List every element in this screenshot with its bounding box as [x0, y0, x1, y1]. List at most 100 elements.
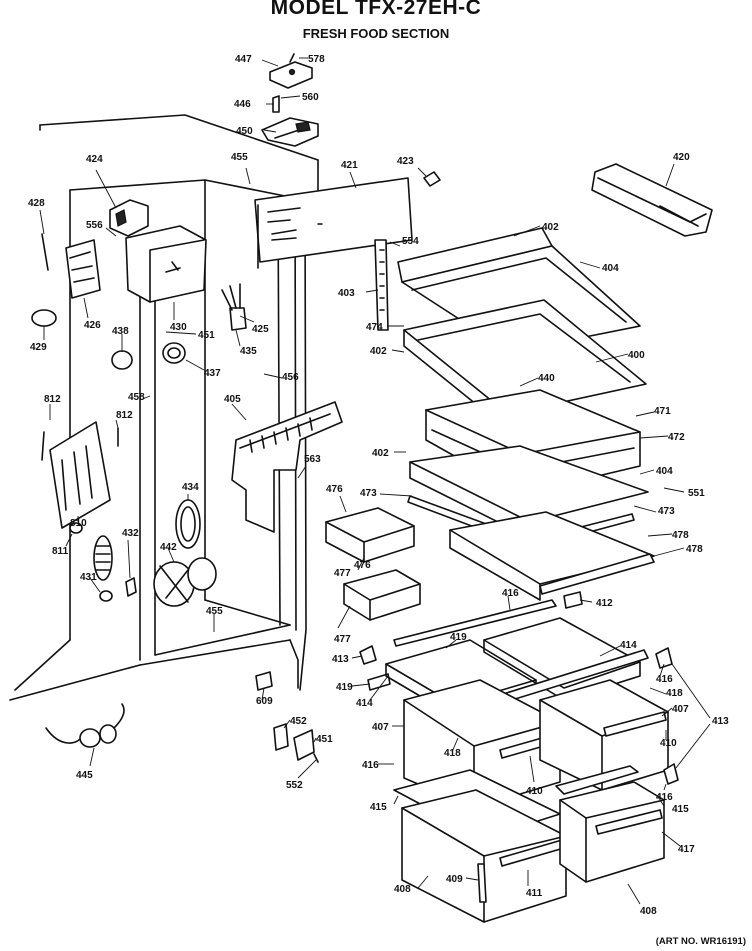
callout-418-right: 418 [666, 688, 683, 699]
callout-473-right: 473 [658, 506, 675, 517]
snack-pans-476-477 [325, 507, 421, 621]
callout-609: 609 [256, 696, 273, 707]
callout-423: 423 [397, 156, 414, 167]
small-hardware [45, 671, 319, 763]
callout-415-right: 415 [672, 804, 689, 815]
callout-563: 563 [304, 454, 321, 465]
callout-477-low: 477 [334, 634, 351, 645]
callout-474: 474 [366, 322, 383, 333]
callout-446: 446 [234, 99, 251, 110]
callout-560: 560 [302, 92, 319, 103]
callout-425: 425 [252, 324, 269, 335]
callout-410-left: 410 [526, 786, 543, 797]
callout-447: 447 [235, 54, 252, 65]
callout-551: 551 [688, 488, 705, 499]
crisper-frame-bars [359, 591, 583, 691]
callout-812-right: 812 [116, 410, 133, 421]
callout-472: 472 [668, 432, 685, 443]
callout-552: 552 [286, 780, 303, 791]
callout-419-left: 419 [336, 682, 353, 693]
callout-810: 810 [70, 518, 87, 529]
callout-405: 405 [224, 394, 241, 405]
crisper-covers-414 [385, 617, 673, 717]
callout-413-right: 413 [712, 716, 729, 727]
callout-409: 409 [446, 874, 463, 885]
callout-416-low: 416 [656, 792, 673, 803]
callout-402-low: 402 [372, 448, 389, 459]
callout-445: 445 [76, 770, 93, 781]
callout-413-left: 413 [332, 654, 349, 665]
model-title: MODEL TFX-27EH-C [270, 0, 482, 19]
leader-lines [39, 57, 711, 905]
callout-labels: 447 578 446 560 450 455 421 423 420 424 … [28, 54, 729, 917]
shelf-404-top [397, 227, 641, 353]
cabinet-liner [9, 114, 319, 701]
callout-431: 431 [80, 572, 97, 583]
callout-419-top: 419 [450, 632, 467, 643]
callout-416-right: 416 [656, 674, 673, 685]
callout-411: 411 [526, 888, 543, 899]
callout-407-right: 407 [672, 704, 689, 715]
callout-438: 438 [112, 326, 129, 337]
shelf-400 [403, 299, 647, 431]
callout-450: 450 [236, 126, 253, 137]
callout-455-low: 455 [206, 606, 223, 617]
callout-415-left: 415 [370, 802, 387, 813]
callout-414-right: 414 [620, 640, 637, 651]
callout-404-low: 404 [656, 466, 673, 477]
callout-400: 400 [628, 350, 645, 361]
callout-478-lower: 478 [686, 544, 703, 555]
air-duct-405 [231, 401, 343, 533]
callout-412: 412 [596, 598, 613, 609]
fan-motor-442 [153, 557, 217, 607]
callout-432: 432 [122, 528, 139, 539]
callout-416-left: 416 [362, 760, 379, 771]
callout-578: 578 [308, 54, 325, 65]
callout-434: 434 [182, 482, 199, 493]
callout-471: 471 [654, 406, 671, 417]
callout-442: 442 [160, 542, 177, 553]
callout-812-left: 812 [44, 394, 61, 405]
callout-418-left: 418 [444, 748, 461, 759]
light-bulb-423 [423, 171, 441, 187]
callout-477-top: 477 [334, 568, 351, 579]
callout-414-left: 414 [356, 698, 373, 709]
callout-428: 428 [28, 198, 45, 209]
section-subtitle: FRESH FOOD SECTION [302, 26, 450, 41]
callout-430: 430 [170, 322, 187, 333]
grille-434 [93, 499, 201, 602]
callout-440: 440 [538, 373, 555, 384]
callout-476-top: 476 [326, 484, 343, 495]
shelf-ladder-403 [374, 239, 389, 331]
callout-429: 429 [30, 342, 47, 353]
callout-456: 456 [282, 372, 299, 383]
callout-424: 424 [86, 154, 103, 165]
control-panel-421 [254, 177, 413, 269]
callout-426: 426 [84, 320, 101, 331]
callout-416-top: 416 [502, 588, 519, 599]
callout-408-right: 408 [640, 906, 657, 917]
callout-403: 403 [338, 288, 355, 299]
callout-421: 421 [341, 160, 358, 171]
art-number: (ART NO. WR16191) [655, 936, 746, 947]
callout-478-upper: 478 [672, 530, 689, 541]
shelf-478 [449, 511, 655, 601]
callout-402-mid: 402 [370, 346, 387, 357]
callout-420: 420 [673, 152, 690, 163]
callout-556: 556 [86, 220, 103, 231]
evaporator-cover-810 [41, 421, 119, 534]
callout-476-mid: 476 [354, 560, 371, 571]
callout-473-left: 473 [360, 488, 377, 499]
callout-554: 554 [402, 236, 419, 247]
hinge-cover-assembly [261, 53, 319, 147]
callout-408-left: 408 [394, 884, 411, 895]
callout-437: 437 [204, 368, 221, 379]
callout-452: 452 [290, 716, 307, 727]
callout-451-low: 451 [316, 734, 333, 745]
callout-455-top: 455 [231, 152, 248, 163]
callout-435: 435 [240, 346, 257, 357]
callout-407-left: 407 [372, 722, 389, 733]
callout-811: 811 [52, 546, 69, 557]
